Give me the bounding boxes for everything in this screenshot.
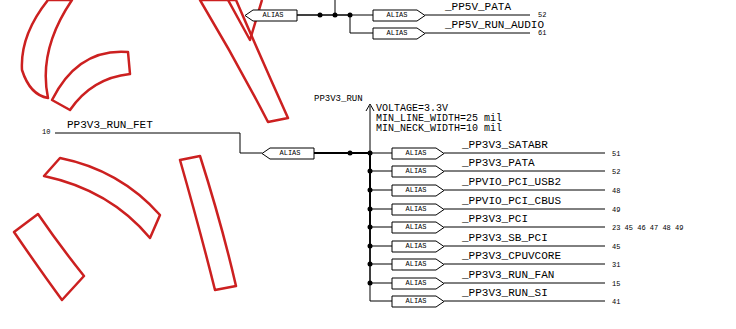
wire-connector (314, 153, 392, 209)
alias-text: ALIAS (392, 148, 444, 159)
page-ref: 61 (538, 30, 546, 37)
flag-shape (373, 10, 425, 21)
alias-flag: ALIAS (392, 185, 444, 196)
signal-name: _PP3V3_SB_PCI (462, 233, 548, 244)
signal-name: _PPVIO_PCI_USB2 (462, 177, 561, 188)
alias-text: ALIAS (392, 222, 444, 233)
watermark-stroke (180, 156, 236, 290)
watermark (14, 0, 288, 300)
alias-flag: ALIAS (392, 241, 444, 252)
signal-name: _PP3V3_SATABR (462, 140, 548, 151)
net-name: PP3V3_RUN (314, 95, 363, 104)
net-arrow (366, 104, 374, 111)
net-property: MIN_LINE_WIDTH=25 mil (376, 114, 502, 124)
wires (55, 0, 605, 301)
watermark-stroke (14, 214, 84, 300)
alias-text: ALIAS (392, 278, 444, 289)
net-property: VOLTAGE=3.3V (376, 104, 448, 114)
page-ref: 41 (612, 299, 620, 306)
wire-connector (314, 153, 392, 264)
flag-shape (373, 28, 425, 39)
alias-flag: ALIAS (392, 166, 444, 177)
alias-flag: ALIAS (262, 148, 314, 159)
alias-text: ALIAS (262, 148, 314, 159)
alias-flag: ALIAS (392, 278, 444, 289)
alias-text: ALIAS (245, 10, 297, 21)
alias-text: ALIAS (392, 259, 444, 270)
junctions (318, 13, 373, 286)
signal-name: _PP3V3_PATA (462, 158, 535, 169)
flag-shape (262, 148, 314, 159)
alias-flag: ALIAS (392, 222, 444, 233)
flag-shape (392, 241, 444, 252)
wire-connector (314, 153, 392, 283)
alias-flag: ALIAS (392, 296, 444, 307)
alias-flag: ALIAS (373, 28, 425, 39)
alias-flag: ALIAS (373, 10, 425, 21)
wire-connector (314, 153, 392, 227)
wire-connector (314, 153, 392, 301)
alias-text: ALIAS (392, 204, 444, 215)
flag-shape (392, 222, 444, 233)
page-ref: 49 (612, 207, 620, 214)
alias-text: ALIAS (392, 241, 444, 252)
flag-shape (392, 166, 444, 177)
flag-shape (392, 204, 444, 215)
wire (444, 153, 605, 301)
page-ref: 15 (612, 281, 620, 288)
signal-name: PP3V3_RUN_FET (67, 120, 153, 131)
watermark-stroke (52, 52, 130, 110)
alias-flag: ALIAS (392, 148, 444, 159)
flag-shape (392, 278, 444, 289)
alias-flag: ALIAS (392, 204, 444, 215)
flag-shape (392, 259, 444, 270)
page-ref: 31 (612, 262, 620, 269)
signal-name: _PP3V3_PCI (462, 214, 528, 225)
watermark-stroke (22, 0, 72, 98)
page-ref: 10 (42, 129, 50, 136)
watermark-stroke (44, 158, 160, 238)
page-ref: 48 (612, 188, 620, 195)
wire-connector (314, 153, 392, 190)
wire-connector (314, 153, 392, 171)
page-ref: 52 (538, 12, 546, 19)
alias-text: ALIAS (392, 185, 444, 196)
page-ref: 23 45 46 47 48 49 (612, 225, 683, 232)
alias-text: ALIAS (373, 10, 425, 21)
signal-name: _PP3V3_RUN_SI (462, 288, 548, 299)
signal-name: _PP3V3_CPUVCORE (462, 251, 561, 262)
wire-connector (314, 153, 392, 246)
flag-shape (245, 10, 297, 21)
net-property: MIN_NECK_WIDTH=10 mil (376, 124, 502, 134)
flag-shape (392, 185, 444, 196)
wire-connector (297, 15, 373, 33)
signal-name: _PP5V_PATA (445, 2, 511, 13)
alias-text: ALIAS (392, 166, 444, 177)
wire (55, 133, 262, 153)
page-ref: 51 (612, 151, 620, 158)
signal-name: _PP5V_RUN_AUDIO (445, 20, 544, 31)
alias-flag: ALIAS (392, 259, 444, 270)
signal-name: _PP3V3_RUN_FAN (462, 270, 554, 281)
alias-text: ALIAS (373, 28, 425, 39)
page-ref: 45 (612, 244, 620, 251)
alias-flag: ALIAS (245, 10, 297, 21)
page-ref: 52 (612, 169, 620, 176)
wire (370, 106, 371, 153)
signal-name: _PPVIO_PCI_CBUS (462, 196, 561, 207)
alias-text: ALIAS (392, 296, 444, 307)
flag-shape (392, 148, 444, 159)
flag-shape (392, 296, 444, 307)
